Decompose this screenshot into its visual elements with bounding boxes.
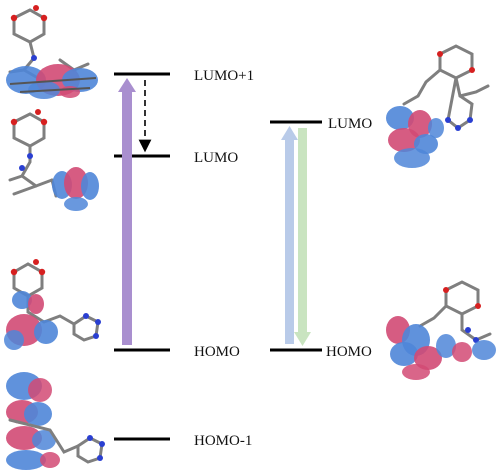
label-lumo-left: LUMO [194,150,238,166]
molecule-orbital-homo-minus1-icon [6,372,105,470]
excitation-arrow-left [118,78,136,345]
emission-arrow-right [294,128,311,346]
molecule-orbital-lumo-plus1-icon [6,5,98,99]
label-homo-right: HOMO [326,344,372,360]
label-lumo-right: LUMO [328,116,372,132]
molecule-orbital-lumo-right-icon [386,44,490,168]
label-lumo-plus1: LUMO+1 [194,68,254,84]
molecule-orbital-lumo-left-icon [8,109,99,211]
molecule-orbital-homo-left-icon [4,259,101,350]
label-homo-minus1: HOMO-1 [194,433,252,449]
excitation-arrow-right [281,126,298,344]
label-homo-left: HOMO [194,344,240,360]
molecule-orbital-homo-right-icon [386,280,496,380]
